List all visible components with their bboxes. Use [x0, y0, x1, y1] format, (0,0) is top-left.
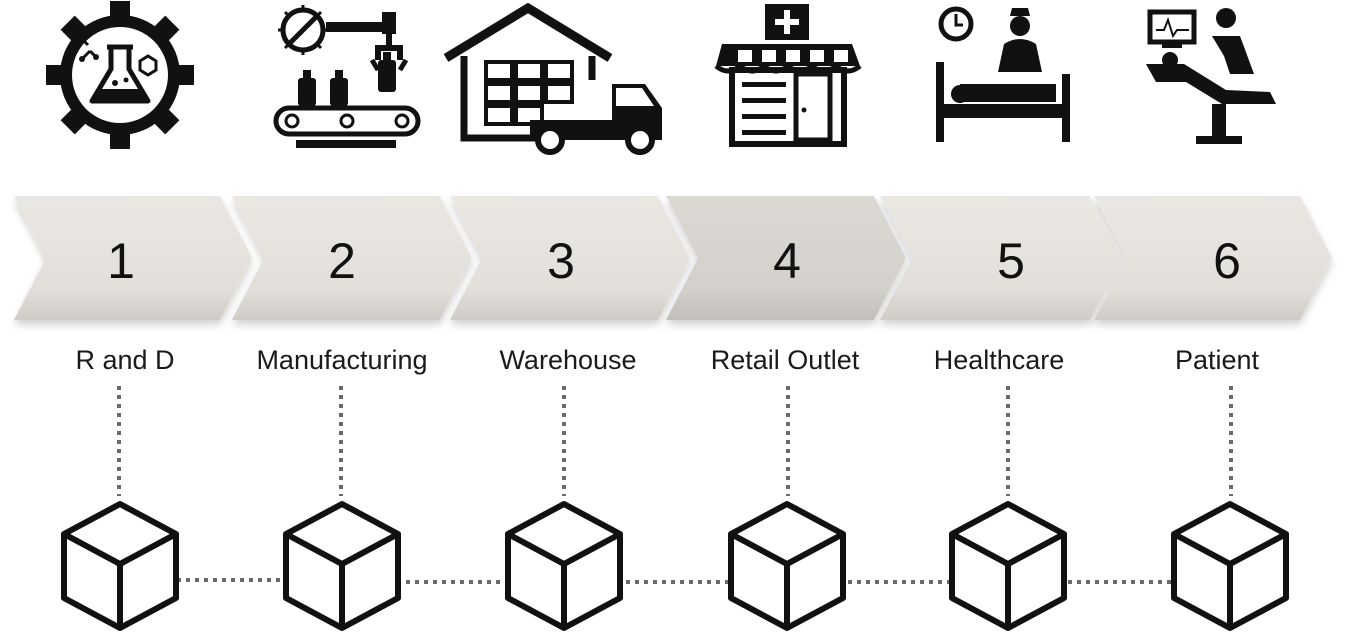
stage-label-6: Patient	[1175, 345, 1260, 375]
stage-number-3: 3	[547, 233, 575, 289]
block-cube-icon-2	[283, 501, 401, 631]
stage-number-1: 1	[107, 233, 135, 289]
stage-arrow-5	[880, 196, 1122, 320]
stage-arrow-6	[1094, 196, 1332, 320]
stage-number-2: 2	[328, 233, 356, 289]
stage-arrow-1	[14, 196, 252, 320]
block-cube-icon-1	[61, 501, 179, 631]
block-cube-icon-4	[728, 501, 846, 631]
stage-arrow-3	[450, 196, 690, 320]
manufacturing-conveyor-icon	[273, 5, 421, 148]
stage-number-4: 4	[773, 233, 801, 289]
stage-arrow-2	[232, 196, 472, 320]
block-cube-icon-6	[1171, 501, 1289, 631]
stage-label-3: Warehouse	[499, 345, 636, 375]
rnd-gear-flask-icon	[46, 1, 194, 149]
warehouse-truck-icon	[443, 2, 662, 155]
stage-label-5: Healthcare	[934, 345, 1065, 375]
stage-label-1: R and D	[75, 345, 174, 375]
stage-label-2: Manufacturing	[256, 345, 427, 375]
stage-label-4: Retail Outlet	[711, 345, 860, 375]
vertical-connectors	[117, 386, 1233, 496]
stage-number-5: 5	[997, 233, 1025, 289]
block-cube-icon-5	[949, 501, 1067, 631]
hospital-bed-nurse-icon	[936, 6, 1070, 142]
pharmacy-store-icon	[714, 4, 862, 147]
patient-dentist-chair-icon	[1146, 8, 1276, 144]
stage-number-6: 6	[1213, 233, 1241, 289]
stage-arrows	[14, 196, 1332, 320]
block-cube-icon-3	[505, 501, 623, 631]
stage-arrow-4	[666, 196, 906, 320]
